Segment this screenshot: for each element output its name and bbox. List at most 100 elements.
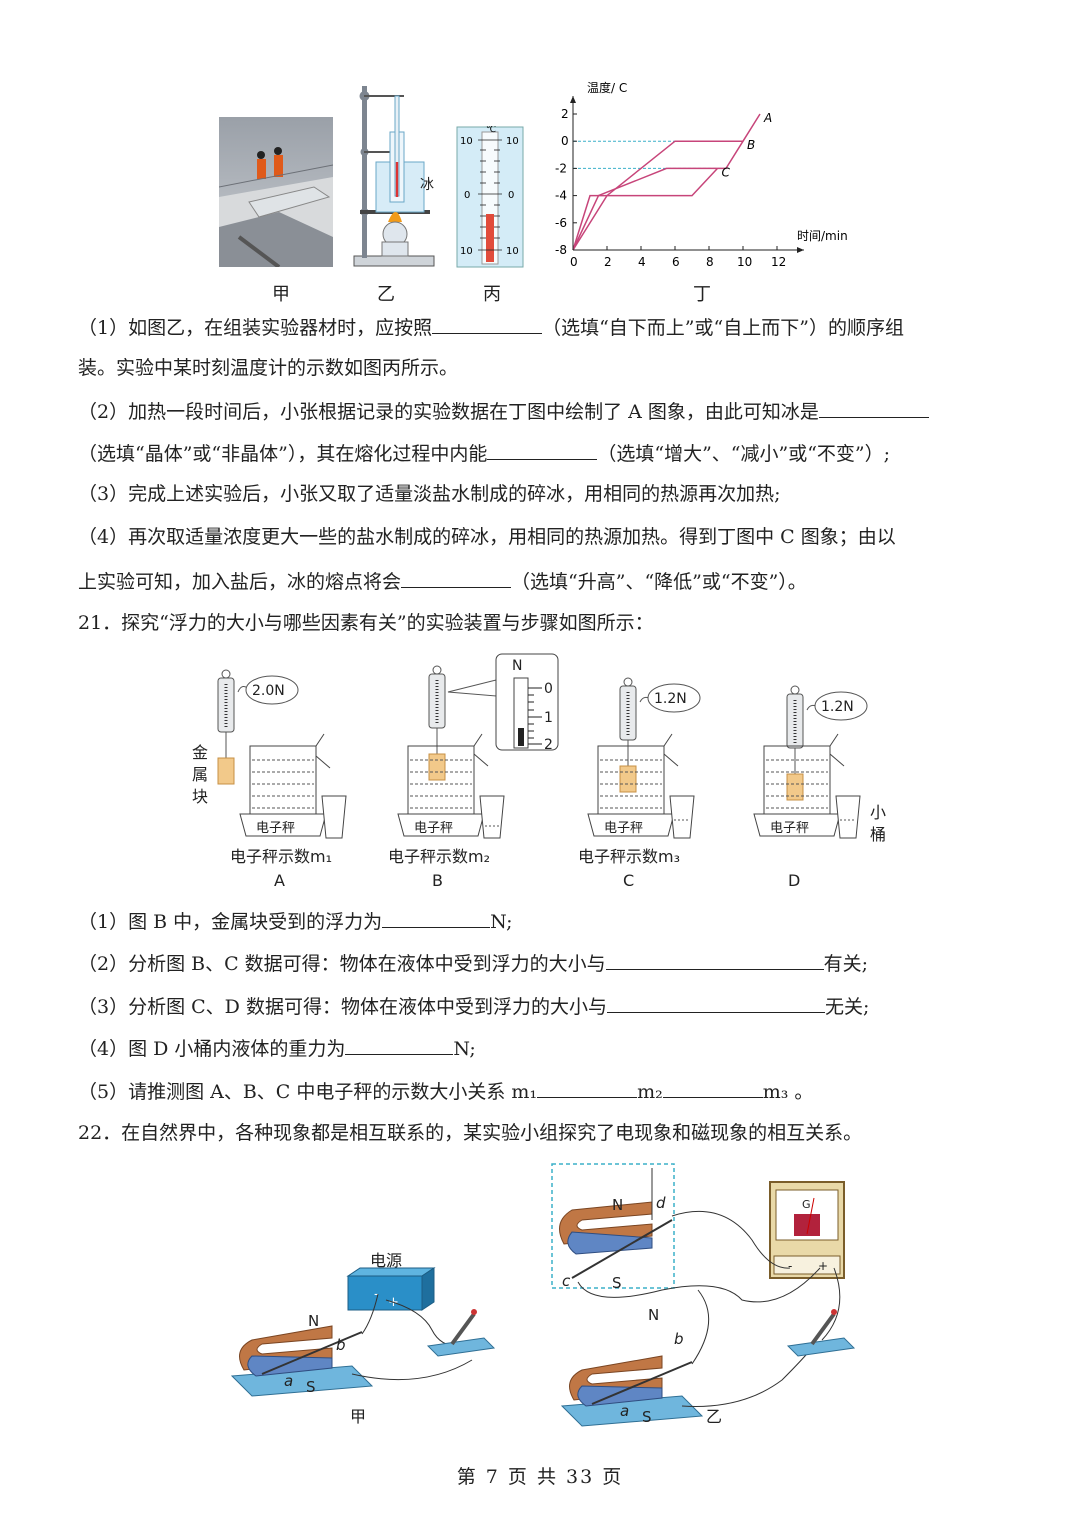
chart-y-tick-label: -2 <box>555 161 567 175</box>
q20-part4: （4）再次取适量浓度更大一些的盐水制成的碎冰，用相同的热源加热。得到丁图中 C … <box>78 526 896 548</box>
setup-d: 1.2N 电子秤 小桶 <box>753 685 886 844</box>
letter-c: C <box>623 871 634 890</box>
chart-series-label: B <box>747 138 755 152</box>
block-label-1: 金 <box>192 743 208 762</box>
chart-x-tick-label: 12 <box>771 255 786 269</box>
chart-y-tick-label: 0 <box>561 134 569 148</box>
answer-blank[interactable] <box>662 1077 763 1098</box>
chart-x-arrow <box>797 247 804 253</box>
q20-part1: （1）如图乙，在组装实验器材时，应按照（选填“自下而上”或“自上而下”）的顺序组 <box>78 313 904 341</box>
electromagnetism-figure: N S a b 电源 - + 甲 N S c <box>230 1163 856 1427</box>
reading-d: 1.2N <box>821 699 854 715</box>
chart-y-tick-label: 2 <box>561 107 569 121</box>
chart-series-label: C <box>722 165 731 179</box>
answer-blank[interactable] <box>605 949 824 970</box>
label-d: d <box>656 1194 666 1212</box>
q22-title: 22．在自然界中，各种现象都是相互联系的，某实验小组探究了电现象和磁现象的相互关… <box>78 1122 863 1144</box>
answer-blank[interactable] <box>537 1077 638 1098</box>
galv-minus: - <box>788 1259 792 1273</box>
scale-label: 电子秤 <box>770 821 809 836</box>
ice-label: 冰 <box>420 177 434 193</box>
answer-blank[interactable] <box>432 313 543 334</box>
chart-x-tick-label: 8 <box>706 255 714 269</box>
setup-c: 1.2N 电子秤 <box>587 677 701 839</box>
q20-part2-cont: （选填“晶体”或“非晶体”），其在熔化过程中内能（选填“增大”、“减小”或“不变… <box>78 439 890 467</box>
answer-blank[interactable] <box>606 992 825 1013</box>
q20-part4-cont: 上实验可知，加入盐后，冰的熔点将会（选填“升高”、“降低”或“不变”）。 <box>78 567 807 595</box>
answer-blank[interactable] <box>818 397 929 418</box>
thermo-unit: ℃ <box>486 126 496 135</box>
chart-x-tick-label: 2 <box>604 255 612 269</box>
photo-snow-boat <box>219 117 333 267</box>
thermo-tick: 10 <box>460 136 473 147</box>
chart-x-tick-label: 0 <box>570 255 578 269</box>
figure-label-yi: 乙 <box>377 284 395 305</box>
chart-y-tick-label: -4 <box>555 189 567 203</box>
letter-a: A <box>274 871 285 890</box>
power-label: 电源 <box>370 1251 402 1270</box>
n-label: N <box>648 1306 659 1324</box>
answer-blank[interactable] <box>401 567 512 588</box>
scale-label: 电子秤 <box>604 821 643 836</box>
q21-title: 21．探究“浮力的大小与哪些因素有关”的实验装置与步骤如图所示： <box>78 612 654 634</box>
block-label-2: 属 <box>192 765 208 784</box>
chart-ylabel: 温度/ C <box>587 80 627 95</box>
label-c: c <box>562 1272 571 1290</box>
page-footer: 第 7 页 共 33 页 <box>456 1466 624 1488</box>
answer-blank[interactable] <box>382 907 491 928</box>
chart-y-arrow <box>570 96 576 103</box>
jia-label: 甲 <box>350 1407 366 1426</box>
setup-a: 2.0N 电子秤 金属块 <box>192 669 347 839</box>
setup-b: N 0 1 2 电子秤 <box>397 653 559 839</box>
q20-part1-cont: 装。实验中某时刻温度计的示数如图丙所示。 <box>78 357 459 379</box>
yi-label: 乙 <box>706 1407 722 1426</box>
label-a: a <box>284 1372 293 1390</box>
bucket-label: 小桶 <box>870 803 886 844</box>
caption-a: 电子秤示数m₁ <box>230 847 332 866</box>
reading-c: 1.2N <box>654 691 687 707</box>
chart-x-tick-label: 4 <box>638 255 646 269</box>
answer-blank[interactable] <box>487 439 598 460</box>
label-b: b <box>336 1336 346 1354</box>
thermometer-figure: ℃ 10 10 0 0 10 10 <box>456 126 524 268</box>
s-label: S <box>612 1274 622 1292</box>
label-b: b <box>674 1330 684 1348</box>
chart-x-tick-label: 6 <box>672 255 680 269</box>
s-label: S <box>642 1408 652 1426</box>
figure-label-bing: 丙 <box>483 284 501 305</box>
caption-b: 电子秤示数m₂ <box>388 847 490 866</box>
thermo-tick: 10 <box>506 246 519 257</box>
q21-part3: （3）分析图 C、D 数据可得：物体在液体中受到浮力的大小与无关; <box>78 992 869 1020</box>
block-label-3: 块 <box>192 787 208 806</box>
figure-label-ding: 丁 <box>693 284 711 305</box>
heating-apparatus <box>353 86 435 267</box>
n-label: N <box>308 1312 319 1330</box>
reading-a: 2.0N <box>252 683 285 699</box>
n-label: N <box>612 1196 623 1214</box>
power-minus: - <box>374 1287 379 1302</box>
scale-label: 电子秤 <box>414 821 453 836</box>
scale-label: 电子秤 <box>256 821 295 836</box>
thermo-tick: 10 <box>460 246 473 257</box>
answer-blank[interactable] <box>345 1034 454 1055</box>
letter-b: B <box>432 871 443 890</box>
q20-part2: （2）加热一段时间后，小张根据记录的实验数据在丁图中绘制了 A 图象，由此可知冰… <box>78 397 929 425</box>
block-label: 金属块 <box>192 743 208 806</box>
q21-part2: （2）分析图 B、C 数据可得：物体在液体中受到浮力的大小与有关; <box>78 949 868 977</box>
zoom-unit: N <box>512 658 522 674</box>
chart-series-C <box>572 167 719 251</box>
zoom-tick: 0 <box>544 681 553 697</box>
chart-xlabel: 时间/min <box>797 229 848 243</box>
q20-part3: （3）完成上述实验后，小张又取了适量淡盐水制成的碎冰，用相同的热源再次加热; <box>78 483 781 505</box>
chart-series-B <box>572 140 744 251</box>
label-a: a <box>620 1402 629 1420</box>
chart-x-tick-label: 10 <box>737 255 752 269</box>
letter-d: D <box>788 871 800 890</box>
figure-label-jia: 甲 <box>272 284 290 305</box>
galv-plus: + <box>818 1259 828 1273</box>
